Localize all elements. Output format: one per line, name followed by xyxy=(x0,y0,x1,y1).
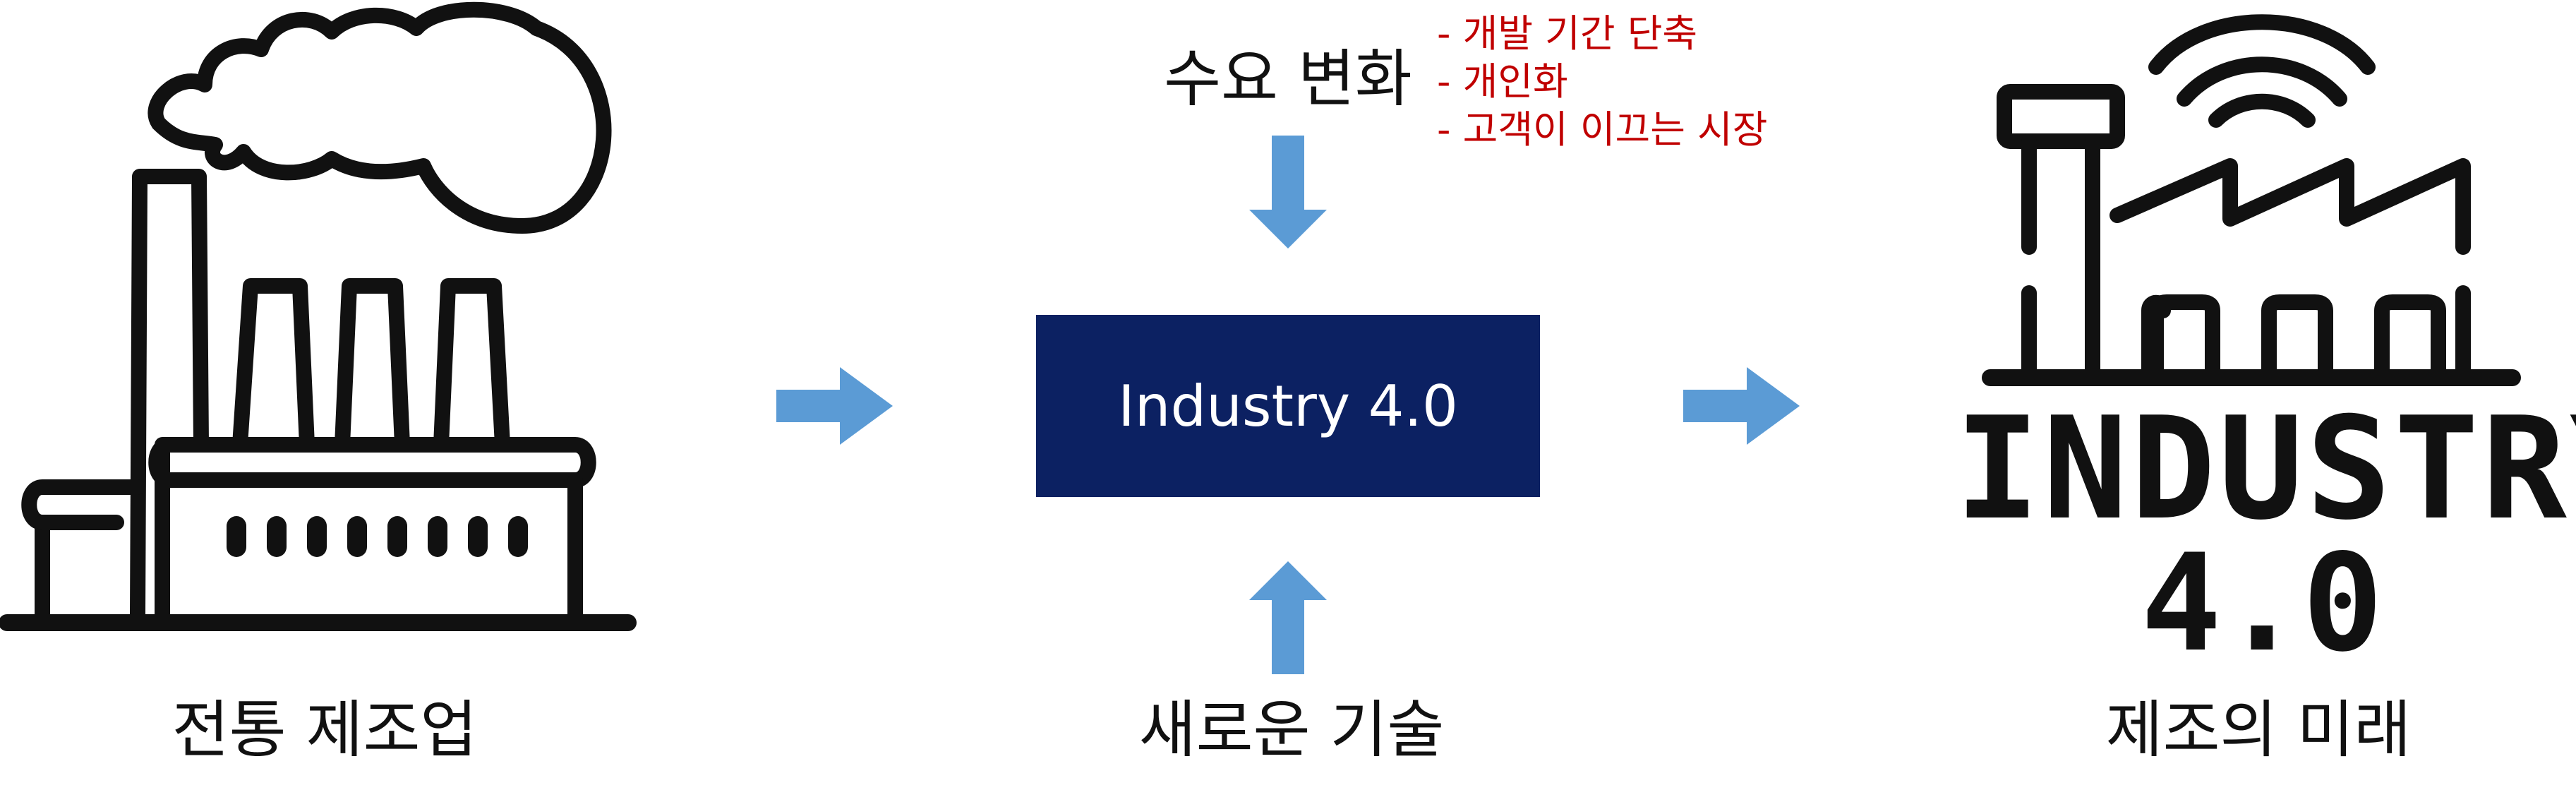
top-notes: - 개발 기간 단축 - 개인화 - 고객이 이끄는 시장 xyxy=(1437,10,1767,154)
left-caption: 전통 제조업 xyxy=(171,693,478,766)
top-caption: 수요 변화 xyxy=(1164,42,1412,115)
note-item: - 개발 기간 단축 xyxy=(1437,11,1698,56)
bottom-caption: 새로운 기술 xyxy=(1138,693,1445,766)
wifi-icon xyxy=(2148,14,2376,128)
industry-logo-line2: 4.0 xyxy=(2141,525,2383,681)
note-item: - 고객이 이끄는 시장 xyxy=(1437,107,1768,152)
center-box: Industry 4.0 xyxy=(1036,315,1540,497)
right-arrow-left xyxy=(776,367,893,445)
down-arrow xyxy=(1249,136,1327,249)
industry-logo-line1: INDUSTRY xyxy=(1955,387,2576,551)
note-item: - 개인화 xyxy=(1437,59,1568,104)
up-arrow xyxy=(1249,561,1327,674)
factory-icon xyxy=(0,1,637,631)
right-arrow-right xyxy=(1683,367,1800,445)
center-box-label: Industry 4.0 xyxy=(1118,373,1458,439)
right-caption: 제조의 미래 xyxy=(2105,693,2412,766)
smart-factory-icon xyxy=(1982,14,2521,386)
